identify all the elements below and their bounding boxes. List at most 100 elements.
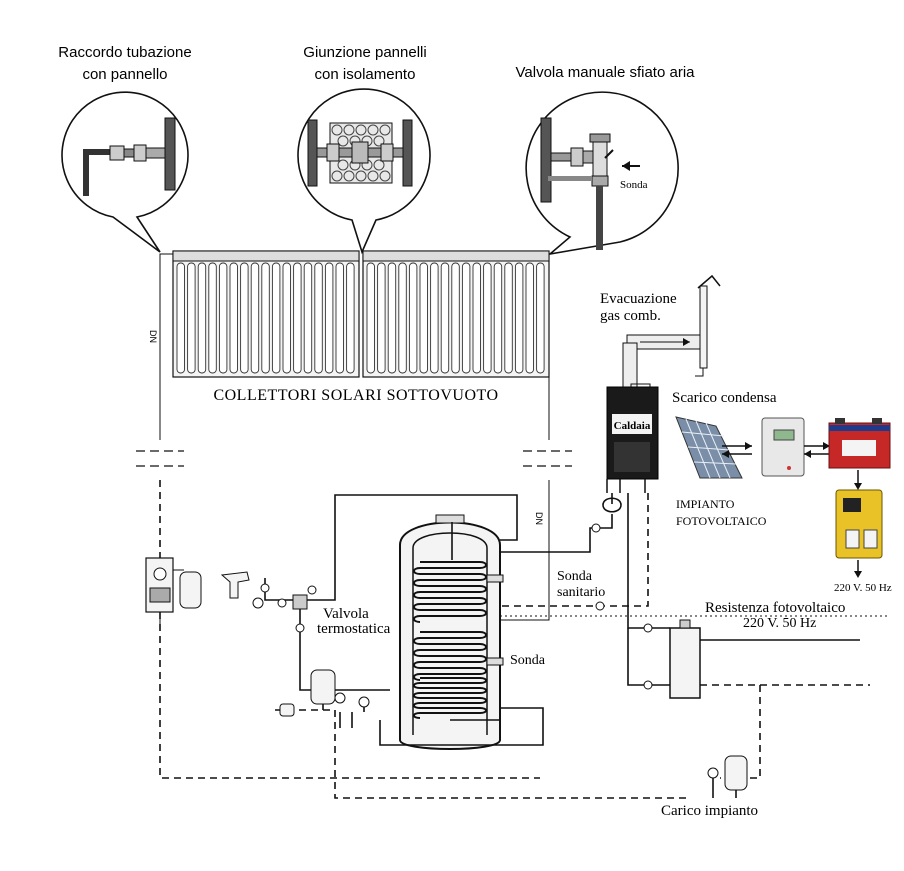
vacuum-tube — [451, 262, 460, 374]
middle-coil — [413, 631, 487, 681]
vacuum-tube — [250, 262, 260, 374]
coil-turn — [413, 687, 487, 699]
heating-expansion-vessel — [310, 669, 336, 705]
coil-turn — [413, 631, 487, 645]
pv-label-line1: IMPIANTO — [676, 497, 735, 511]
vacuum-tube — [461, 262, 471, 374]
coil-turn — [413, 667, 487, 681]
vacuum-tube — [536, 262, 545, 374]
callout-air-vent-valve: Sonda — [525, 91, 679, 256]
vacuum-tube — [187, 262, 196, 374]
carico-impianto-label: Carico impianto — [661, 803, 758, 819]
coil-turn — [413, 707, 487, 719]
pv-arrow-down-1 — [854, 470, 862, 490]
callout-1-title-line1: Raccordo tubazione — [58, 44, 191, 61]
vacuum-tube — [197, 262, 207, 374]
vacuum-tube — [504, 262, 513, 374]
sonda-label: Sonda — [510, 653, 546, 668]
vacuum-tube — [493, 262, 503, 374]
vacuum-tube — [303, 262, 313, 374]
flue-pipe — [622, 274, 721, 398]
thermostatic-valve-group — [260, 530, 390, 691]
coil-turn — [413, 561, 487, 575]
boiler-label: Caldaia — [614, 420, 651, 432]
resistenza-line1: Resistenza fotovoltaico — [705, 600, 845, 616]
collector-tubes-left — [176, 262, 355, 374]
resistenza-line2: 220 V. 50 Hz — [743, 616, 816, 631]
vacuum-tube — [282, 262, 291, 374]
lower-coil — [413, 677, 487, 719]
callout-sonda-label: Sonda — [620, 179, 648, 191]
dn-label-left: DN — [148, 330, 158, 343]
solar-collector-right — [362, 250, 550, 378]
vacuum-tube — [525, 262, 534, 374]
vacuum-tube — [335, 262, 344, 374]
system-fill-group — [707, 755, 748, 798]
flue-label-line1: Evacuazione — [600, 291, 677, 307]
vacuum-tube — [408, 262, 418, 374]
pv-arrows-right — [804, 442, 830, 458]
callout-1-title-line2: con pannello — [82, 66, 167, 83]
vacuum-tube — [440, 262, 450, 374]
solar-pump-station — [145, 557, 184, 624]
vacuum-tube — [324, 262, 334, 374]
callout-pipe-fitting — [61, 91, 189, 253]
vacuum-tube — [229, 262, 238, 374]
boiler — [606, 386, 659, 493]
coil-turn — [413, 655, 487, 669]
mixing-tap — [220, 571, 264, 609]
coil-turn — [413, 597, 487, 611]
coil-turn — [413, 677, 487, 689]
vacuum-tube — [419, 262, 428, 374]
vacuum-tube — [271, 262, 281, 374]
sonda-sanitario-line1: Sonda — [557, 569, 593, 584]
pv-arrow-down-2 — [854, 560, 862, 578]
upper-coil — [413, 561, 487, 623]
inverter — [835, 489, 883, 559]
vacuum-tube — [387, 262, 397, 374]
coil-turn — [413, 609, 487, 623]
vacuum-tube — [430, 262, 439, 374]
circulator-pump-group — [275, 692, 690, 799]
vacuum-tube — [240, 262, 249, 374]
callout-panel-joint — [297, 88, 431, 255]
charge-controller — [761, 417, 805, 477]
collectors-label: COLLETTORI SOLARI SOTTOVUOTO — [213, 387, 498, 404]
battery — [828, 418, 891, 469]
collector-tubes-right — [366, 262, 545, 374]
hydraulic-separator — [595, 601, 701, 699]
inverter-voltage-label: 220 V. 50 Hz — [834, 582, 892, 594]
vacuum-tube — [293, 262, 302, 374]
vacuum-tube — [218, 262, 228, 374]
callout-2-title-line2: con isolamento — [315, 66, 416, 83]
flue-label-line2: gas comb. — [600, 308, 661, 324]
vacuum-tube — [514, 262, 524, 374]
coil-turn — [413, 643, 487, 657]
callout-2-title-line1: Giunzione pannelli — [303, 44, 426, 61]
vacuum-tube — [366, 262, 375, 374]
vacuum-tube — [208, 262, 217, 374]
vacuum-tube — [346, 262, 355, 374]
solar-expansion-vessel — [179, 571, 202, 609]
hot-water-tank — [334, 494, 544, 750]
pv-label-line2: FOTOVOLTAICO — [676, 514, 767, 528]
vacuum-tube — [472, 262, 481, 374]
valvola-label-line2: termostatica — [317, 621, 391, 637]
dn-label-right: DN — [534, 512, 544, 525]
boiler-outlet-valve — [591, 523, 601, 533]
solar-collector-left — [172, 250, 360, 378]
sonda-sanitario-line2: sanitario — [557, 585, 605, 600]
coil-turn — [413, 697, 487, 709]
callout-3-title: Valvola manuale sfiato aria — [516, 64, 696, 81]
pv-arrows-left — [722, 442, 752, 458]
condensate-label: Scarico condensa — [672, 390, 777, 406]
valvola-label-line1: Valvola — [323, 606, 369, 622]
photovoltaic-panel — [675, 416, 743, 479]
vacuum-tube — [176, 262, 185, 374]
vacuum-tube — [314, 262, 323, 374]
vacuum-tube — [398, 262, 407, 374]
coil-turn — [413, 573, 487, 587]
vacuum-tube — [377, 262, 386, 374]
vacuum-tube — [483, 262, 492, 374]
